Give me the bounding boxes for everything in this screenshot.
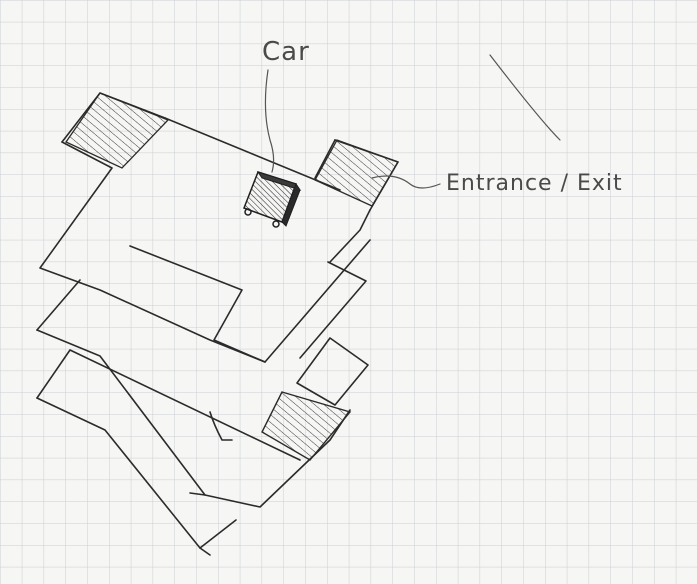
entrance-exit-label: Entrance / Exit: [446, 171, 623, 196]
car-label: Car: [262, 37, 310, 67]
